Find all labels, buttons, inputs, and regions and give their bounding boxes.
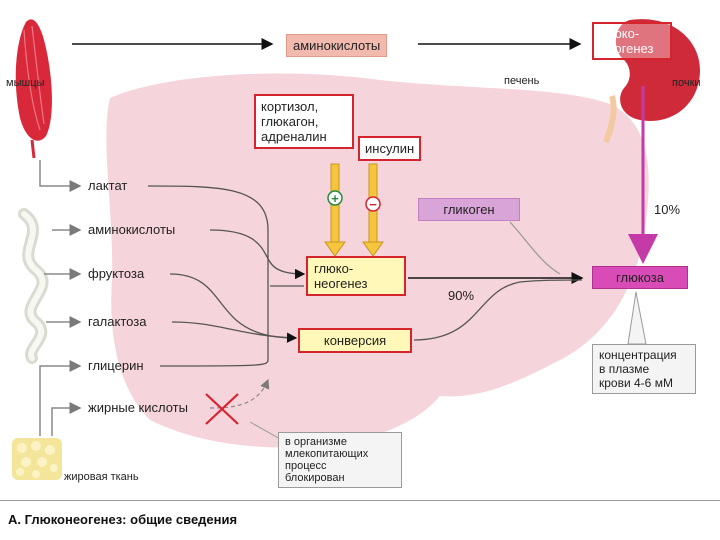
muscle-shape	[15, 19, 52, 141]
glucose-box: глюкоза	[592, 266, 688, 289]
concentration-line-2: в плазме	[599, 362, 650, 376]
concentration-line-1: концентрация	[599, 348, 677, 362]
minus-sign: −	[369, 197, 377, 212]
liver-percent: 90%	[448, 288, 475, 303]
adipose-shape	[12, 438, 62, 480]
blocked-line-1: в организме	[285, 436, 347, 448]
gluconeogenesis-liver-box: глюко- неогенез	[306, 256, 406, 296]
blocked-process-note: в организме млекопитающих процесс блокир…	[278, 432, 402, 488]
insulin-box: инсулин	[358, 136, 422, 161]
adipose-label: жировая ткань	[64, 471, 139, 483]
glycogen-box: гликоген	[418, 198, 520, 221]
figure-caption: А. Глюконеогенез: общие сведения	[8, 512, 238, 527]
gng-liver-line-1: глюко-	[314, 261, 354, 276]
kidney-shape	[615, 19, 700, 121]
conversion-text: конверсия	[323, 333, 387, 348]
amino-acids-top-box: аминокислоты	[286, 34, 388, 57]
insulin-text: инсулин	[365, 141, 415, 156]
gng-kidney-line-1: глюко-	[600, 26, 640, 41]
hormone-adrenaline: адреналин	[261, 129, 327, 144]
substrate-galactose: галактоза	[88, 314, 147, 329]
kidney-percent: 10%	[654, 202, 681, 217]
concentration-line-3: крови 4-6 мМ	[599, 376, 673, 390]
glucose-text: глюкоза	[616, 270, 664, 285]
amino-acids-top-text: аминокислоты	[293, 38, 381, 53]
liver-label: печень	[504, 75, 540, 87]
hormones-box: кортизол, глюкагон, адреналин	[254, 94, 354, 149]
muscle-label: мышцы	[6, 77, 45, 89]
substrate-lactate: лактат	[88, 178, 128, 193]
conversion-box: конверсия	[298, 328, 412, 353]
plus-sign: +	[331, 191, 339, 206]
substrate-glycerol: глицерин	[88, 358, 144, 373]
gng-liver-line-2: неогенез	[314, 276, 368, 291]
concentration-note: концентрация в плазме крови 4-6 мМ	[592, 344, 696, 394]
glycogen-text: гликоген	[443, 202, 495, 217]
caption-divider	[0, 500, 720, 501]
substrate-fatty-acids: жирные кислоты	[88, 400, 188, 415]
substrate-amino-acids: аминокислоты	[88, 222, 176, 237]
gluconeogenesis-kidney-box: глюко- неогенез	[592, 22, 672, 60]
blocked-line-2: млекопитающих	[285, 448, 369, 460]
hormone-cortisol: кортизол,	[261, 99, 319, 114]
inhibition-sign	[365, 196, 381, 212]
gng-kidney-line-2: неогенез	[600, 41, 654, 56]
kidney-label: почки	[672, 77, 701, 89]
blocked-line-3: процесс	[285, 460, 327, 472]
substrate-fructose: фруктоза	[88, 266, 145, 281]
blocked-line-4: блокирован	[285, 472, 345, 484]
activation-sign	[327, 190, 343, 206]
hormone-glucagon: глюкагон,	[261, 114, 319, 129]
